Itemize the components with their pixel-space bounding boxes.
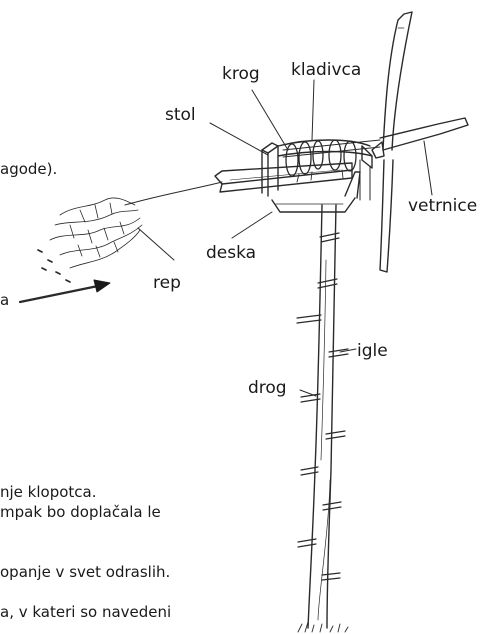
text-fragment-3: nje klopotca.: [0, 485, 97, 500]
arrow: [20, 280, 110, 302]
text-fragment-6: a, v kateri so navedeni: [0, 605, 171, 620]
label-igle: igle: [357, 343, 388, 360]
label-krog: krog: [222, 66, 260, 83]
label-kladivca: kladivca: [291, 62, 361, 79]
leader-lines: [138, 80, 432, 396]
text-fragment-5: opanje v svet odraslih.: [0, 565, 170, 580]
pole: [298, 205, 348, 632]
label-drog: drog: [248, 380, 287, 397]
text-fragment-1: agode).: [0, 162, 57, 177]
tail-rope: [125, 182, 222, 205]
vanes: [372, 12, 468, 272]
tail-bush: [38, 198, 142, 282]
label-deska: deska: [206, 245, 256, 262]
text-fragment-4: mpak bo doplačala le: [0, 505, 161, 520]
text-fragment-2: a: [0, 293, 9, 308]
label-rep: rep: [153, 275, 181, 292]
label-vetrnice: vetrnice: [408, 198, 477, 215]
label-stol: stol: [165, 107, 196, 124]
